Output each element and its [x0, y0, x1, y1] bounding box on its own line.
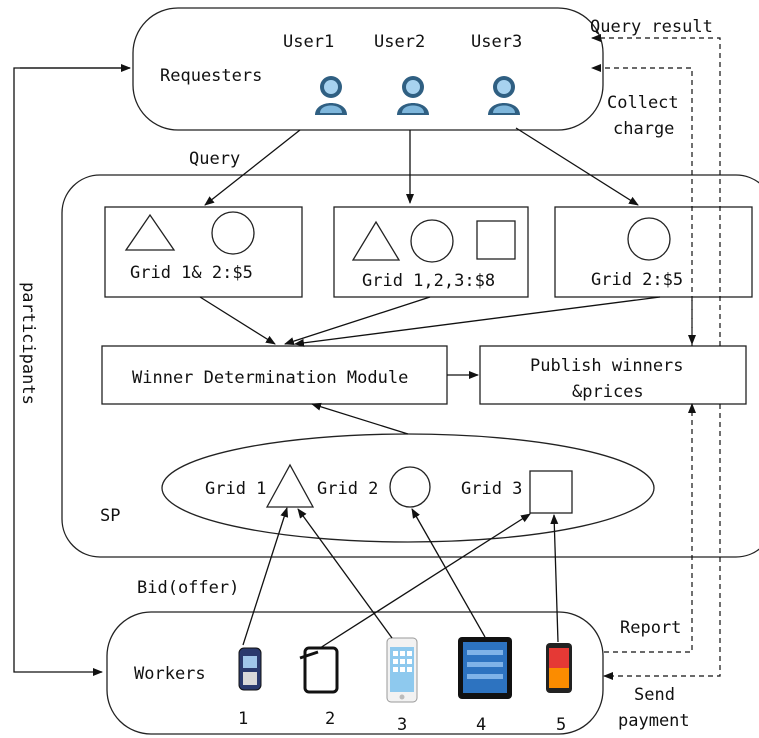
send-payment-label-1: Send — [634, 685, 675, 705]
winner-determination-module — [101, 345, 448, 405]
user-icon — [488, 76, 520, 115]
sp-label: SP — [100, 506, 120, 526]
query-result-label: Query result — [590, 17, 713, 37]
worker-bid-arrow — [242, 507, 289, 646]
tablet-icon — [458, 637, 512, 699]
query-box-3-label: Grid 2:$5 — [591, 270, 683, 290]
publish-winners-box — [479, 345, 747, 405]
worker-5-number: 5 — [556, 715, 566, 735]
query-result-edge — [591, 34, 721, 346]
user-icon — [397, 76, 429, 115]
bid-offer-label: Bid(offer) — [137, 578, 239, 598]
worker-bid-arrow — [297, 508, 393, 639]
triangle-icon — [265, 463, 315, 508]
worker-bid-arrow — [550, 514, 559, 643]
publish-label-2: &prices — [572, 382, 644, 402]
requesters-box — [132, 7, 604, 131]
workers-label: Workers — [134, 664, 206, 684]
collect-charge-label-1: Collect — [607, 93, 679, 113]
user1-label: User1 — [283, 32, 334, 52]
collect-charge-label-2: charge — [613, 119, 674, 139]
android-phone-icon — [546, 643, 572, 693]
worker-1-number: 1 — [238, 709, 248, 729]
worker-bid-arrow — [319, 513, 531, 649]
requesters-label: Requesters — [160, 66, 262, 86]
bid-to-wdm-arrow — [294, 296, 661, 347]
user2-label: User2 — [374, 32, 425, 52]
triangle-icon — [124, 213, 176, 251]
grid-3-label: Grid 3 — [461, 479, 522, 499]
grid-1-label: Grid 1 — [205, 479, 266, 499]
collect-charge-edge — [591, 64, 693, 346]
worker-2-number: 2 — [325, 709, 335, 729]
grid-2-label: Grid 2 — [317, 479, 378, 499]
report-label: Report — [620, 618, 681, 638]
user3-label: User3 — [471, 32, 522, 52]
wdm-label: Winner Determination Module — [132, 368, 408, 388]
square-icon — [476, 220, 516, 260]
query-box-1-label: Grid 1& 2:$5 — [130, 263, 253, 283]
square-icon — [529, 470, 573, 514]
worker-4-number: 4 — [476, 715, 486, 735]
query-arrow — [515, 127, 639, 206]
send-payment-edge — [603, 404, 721, 680]
user-icon — [315, 76, 347, 115]
query-box-2-label: Grid 1,2,3:$8 — [362, 271, 495, 291]
query-label: Query — [189, 149, 240, 169]
bid-to-wdm-arrow — [284, 296, 431, 346]
publish-label-1: Publish winners — [530, 356, 684, 376]
send-payment-label-2: payment — [618, 711, 690, 731]
query-box-1 — [104, 206, 303, 298]
bid-to-wdm-arrow — [199, 296, 276, 345]
report-edge — [604, 403, 696, 653]
triangle-icon — [351, 220, 401, 261]
circle-icon — [211, 211, 255, 255]
circle-icon — [627, 217, 671, 261]
circle-icon — [410, 219, 454, 263]
worker-3-number: 3 — [397, 715, 407, 735]
worker-bid-arrow — [411, 508, 486, 638]
smartphone-icon — [386, 637, 418, 703]
query-arrow — [204, 129, 301, 206]
participants-label: participants — [18, 282, 38, 405]
circle-icon — [389, 466, 431, 508]
phone-icon — [238, 647, 262, 691]
grid-to-wdm-arrow — [311, 402, 409, 435]
